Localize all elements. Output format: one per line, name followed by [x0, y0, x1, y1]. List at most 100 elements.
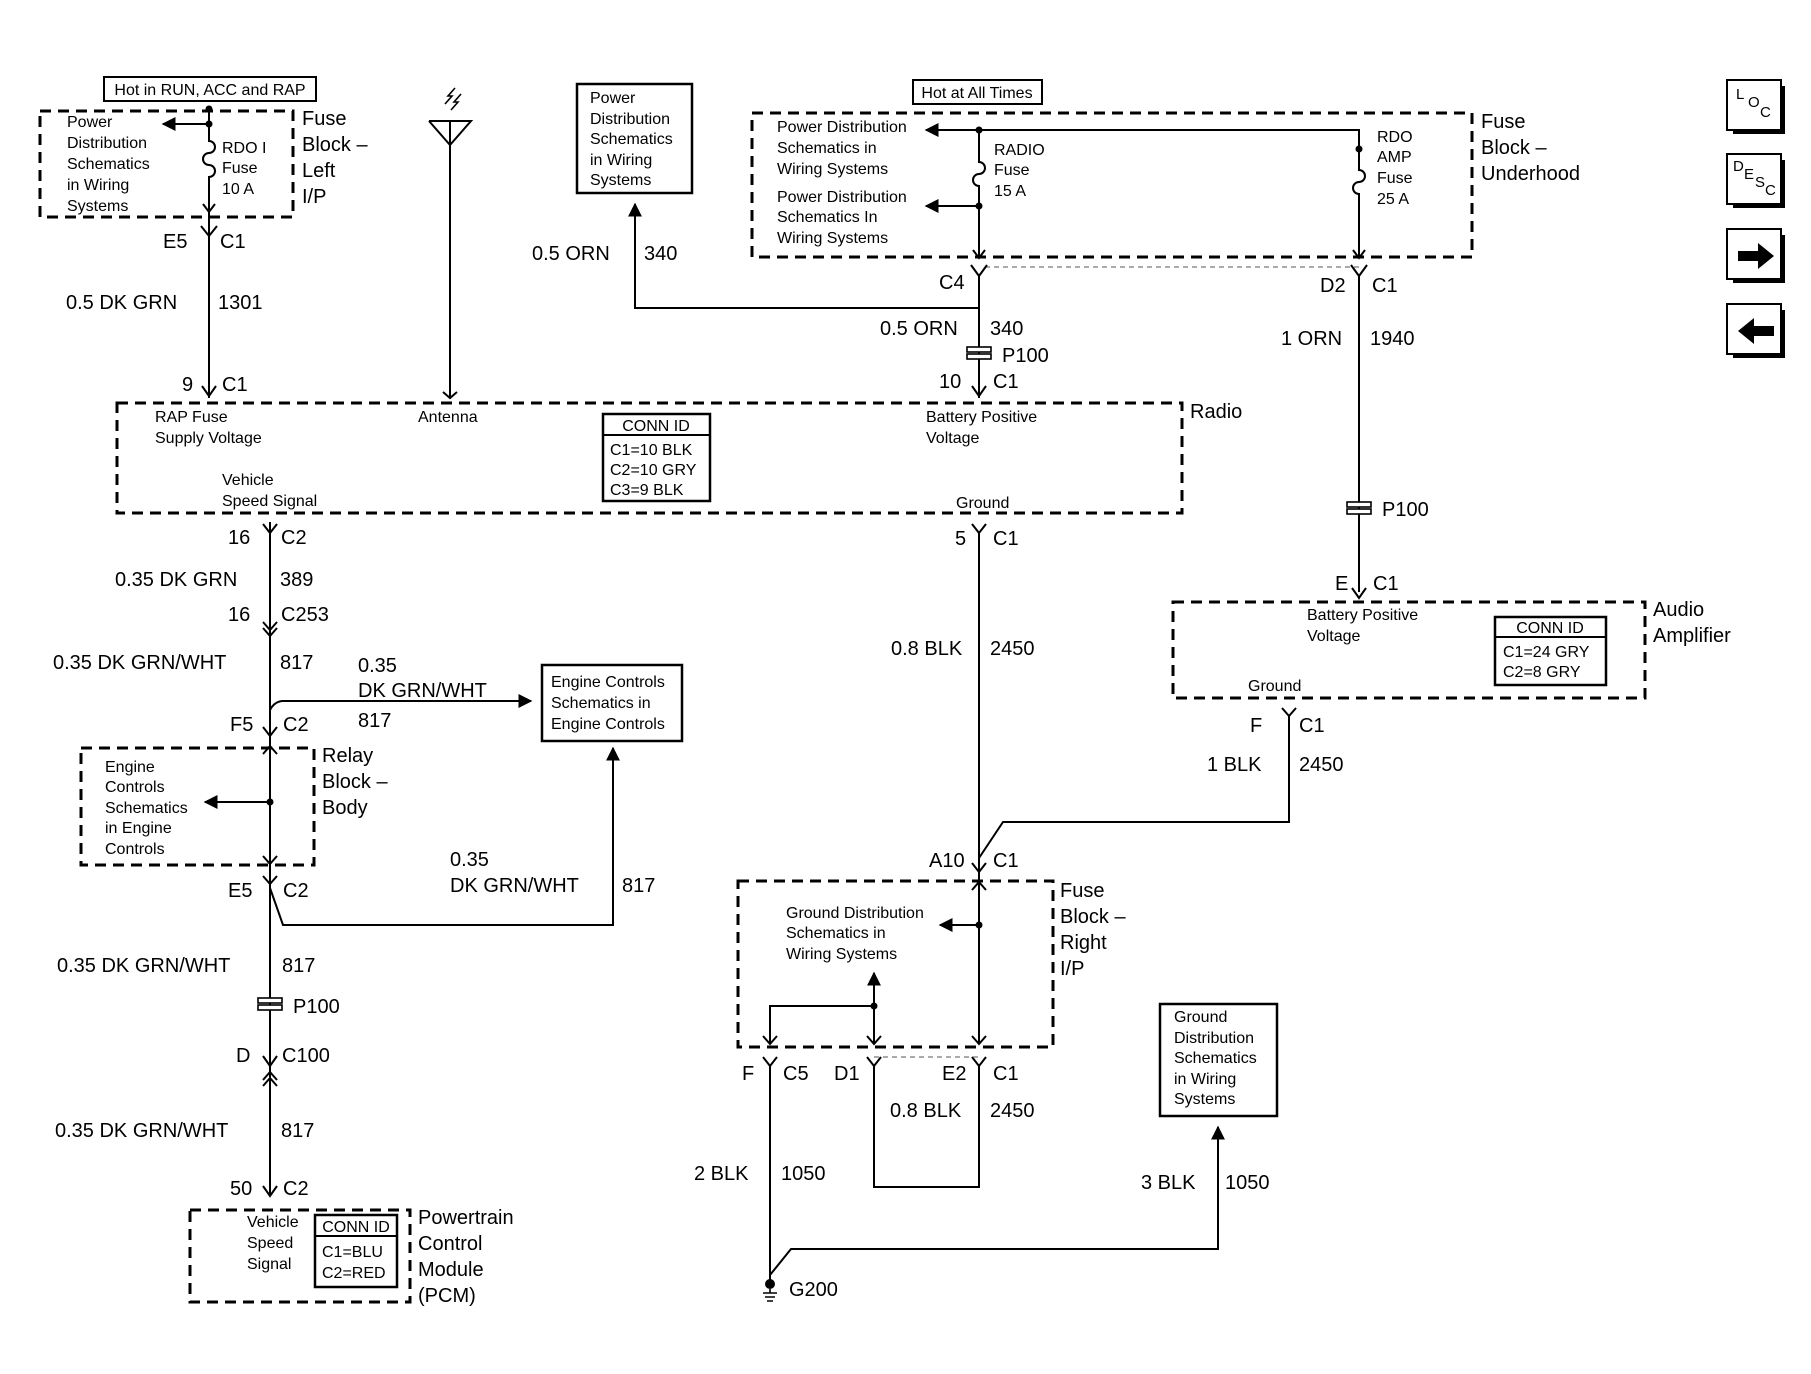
wire-2450-a-size: 0.8 BLK	[891, 638, 963, 660]
connector-a10-pin: A10	[929, 850, 965, 872]
svg-text:Fuse: Fuse	[1481, 111, 1525, 133]
fuse-block-left-outline	[38, 109, 295, 219]
desc-e: E	[1744, 166, 1755, 183]
power-distribution-reference-box[interactable]: Power Distribution Schematics in Wiring …	[575, 82, 694, 195]
previous-button[interactable]	[1726, 303, 1785, 358]
fuse-block-right-ref: Ground Distribution Schematics in Wiring…	[786, 905, 924, 963]
svg-text:(PCM): (PCM)	[418, 1285, 476, 1307]
wire-1050-b-size: 3 BLK	[1141, 1172, 1196, 1194]
wire-1301-size: 0.5 DK GRN	[66, 292, 177, 314]
hot-all-times-note: Hot at All Times	[912, 79, 1043, 105]
svg-text:Distribution: Distribution	[67, 135, 147, 152]
audio-amp-ground-label: Ground	[1248, 678, 1301, 695]
svg-text:Fuse: Fuse	[1060, 880, 1104, 902]
desc-button[interactable]: D E S C	[1726, 153, 1785, 208]
connector-16-pin: 16	[228, 527, 250, 549]
svg-text:Power Distribution: Power Distribution	[777, 119, 907, 136]
svg-text:817: 817	[622, 875, 655, 897]
radio-ground-label: Ground	[956, 495, 1009, 512]
svg-text:Schematics: Schematics	[590, 131, 673, 148]
svg-text:Vehicle: Vehicle	[222, 472, 274, 489]
pcm-conn-id-table: CONN ID C1=BLU C2=RED	[313, 1213, 399, 1289]
connector-d2-c1: C1	[1372, 275, 1398, 297]
svg-text:Control: Control	[418, 1233, 482, 1255]
arrow-left-icon	[1738, 318, 1774, 344]
svg-text:Right: Right	[1060, 932, 1107, 954]
wire-817-b-labels: 0.35 DK GRN/WHT 817	[358, 655, 487, 732]
wire-340-top-number: 340	[644, 243, 677, 265]
svg-text:RDO I: RDO I	[222, 140, 266, 157]
connector-10-c1: C1	[993, 371, 1019, 393]
fuse-block-underhood-name: Fuse Block – Underhood	[1481, 111, 1580, 185]
next-button[interactable]	[1726, 228, 1785, 283]
svg-text:Engine: Engine	[105, 759, 155, 776]
ground-distribution-reference-box[interactable]: Ground Distribution Schematics in Wiring…	[1158, 1002, 1279, 1118]
radio-batt-label: Battery Positive Voltage	[926, 409, 1037, 447]
audio-amplifier-outline	[1171, 600, 1647, 700]
wire-1301-number: 1301	[218, 292, 263, 314]
ground-g200-icon	[763, 1279, 777, 1302]
relay-block-ref: Engine Controls Schematics in Engine Con…	[105, 759, 188, 858]
audio-amplifier-name: Audio Amplifier	[1653, 599, 1731, 647]
wire-389-size: 0.35 DK GRN	[115, 569, 237, 591]
connector-e5-c2: C2	[283, 880, 309, 902]
svg-text:Powertrain: Powertrain	[418, 1207, 514, 1229]
rdo-i-fuse-label: RDO I Fuse 10 A	[222, 140, 266, 198]
svg-text:C2=8 GRY: C2=8 GRY	[1503, 664, 1581, 681]
svg-text:10 A: 10 A	[222, 181, 254, 198]
wire-817-c	[269, 746, 620, 926]
radio-vss-label: Vehicle Speed Signal	[222, 472, 317, 510]
fuse-block-right-name: Fuse Block – Right I/P	[1060, 880, 1126, 980]
wire-2450-c-loop	[873, 1066, 980, 1188]
radio-fuse-symbol	[972, 130, 986, 256]
connector-c100: C100	[282, 1045, 330, 1067]
connector-16-c253-pin: 16	[228, 604, 250, 626]
svg-text:817: 817	[358, 710, 391, 732]
pcm-outline	[188, 1208, 412, 1304]
p100-label-b: P100	[1382, 499, 1429, 521]
svg-text:Schematics: Schematics	[67, 156, 150, 173]
svg-text:Speed Signal: Speed Signal	[222, 493, 317, 510]
radio-conn-id-table: CONN ID C1=10 BLK C2=10 GRY C3=9 BLK	[601, 412, 712, 503]
wire-817-a-number: 817	[280, 652, 313, 674]
svg-text:Schematics in: Schematics in	[777, 140, 877, 157]
connector-5-c1: C1	[993, 528, 1019, 550]
svg-text:in Wiring: in Wiring	[590, 152, 652, 169]
connector-9-c1: C1	[222, 374, 248, 396]
arrow-right-icon	[1738, 243, 1774, 269]
svg-text:Speed: Speed	[247, 1235, 293, 1252]
connector-5-pin: 5	[955, 528, 966, 550]
svg-text:CONN ID: CONN ID	[1516, 620, 1584, 637]
radio-outline	[115, 401, 1184, 515]
relay-block-name: Relay Block – Body	[322, 745, 388, 819]
radio-rap-label: RAP Fuse Supply Voltage	[155, 409, 262, 447]
p100-label-c: P100	[293, 996, 340, 1018]
svg-text:Wiring Systems: Wiring Systems	[777, 161, 888, 178]
connector-f5-c2: C2	[283, 714, 309, 736]
svg-text:0.35: 0.35	[358, 655, 397, 677]
svg-text:Voltage: Voltage	[1307, 628, 1360, 645]
svg-text:Schematics: Schematics	[105, 800, 188, 817]
wire-1050-a-size: 2 BLK	[694, 1163, 749, 1185]
svg-text:Power Distribution: Power Distribution	[777, 189, 907, 206]
svg-text:Block –: Block –	[1481, 137, 1547, 159]
svg-text:Audio: Audio	[1653, 599, 1704, 621]
fuse-block-left-ref: Power Distribution Schematics in Wiring …	[67, 114, 150, 215]
svg-text:Hot at All Times: Hot at All Times	[921, 85, 1032, 102]
radio-fuse-label: RADIO Fuse 15 A	[994, 142, 1045, 200]
wire-817-d-size: 0.35 DK GRN/WHT	[57, 955, 230, 977]
svg-text:Left: Left	[302, 160, 336, 182]
loc-button[interactable]: L O C	[1726, 79, 1785, 134]
loc-c: C	[1760, 104, 1771, 121]
loc-o: O	[1748, 94, 1760, 111]
engine-controls-reference-box[interactable]: Engine Controls Schematics in Engine Con…	[540, 663, 684, 743]
svg-text:Relay: Relay	[322, 745, 373, 767]
connector-f5-pin: F5	[230, 714, 253, 736]
svg-text:in Engine: in Engine	[105, 820, 172, 837]
pcm-vss-label: Vehicle Speed Signal	[247, 1214, 299, 1273]
connector-e-c1: C1	[1373, 573, 1399, 595]
svg-text:I/P: I/P	[1060, 958, 1084, 980]
wire-1050-b-number: 1050	[1225, 1172, 1270, 1194]
svg-text:Body: Body	[322, 797, 368, 819]
svg-text:Engine Controls: Engine Controls	[551, 674, 665, 691]
